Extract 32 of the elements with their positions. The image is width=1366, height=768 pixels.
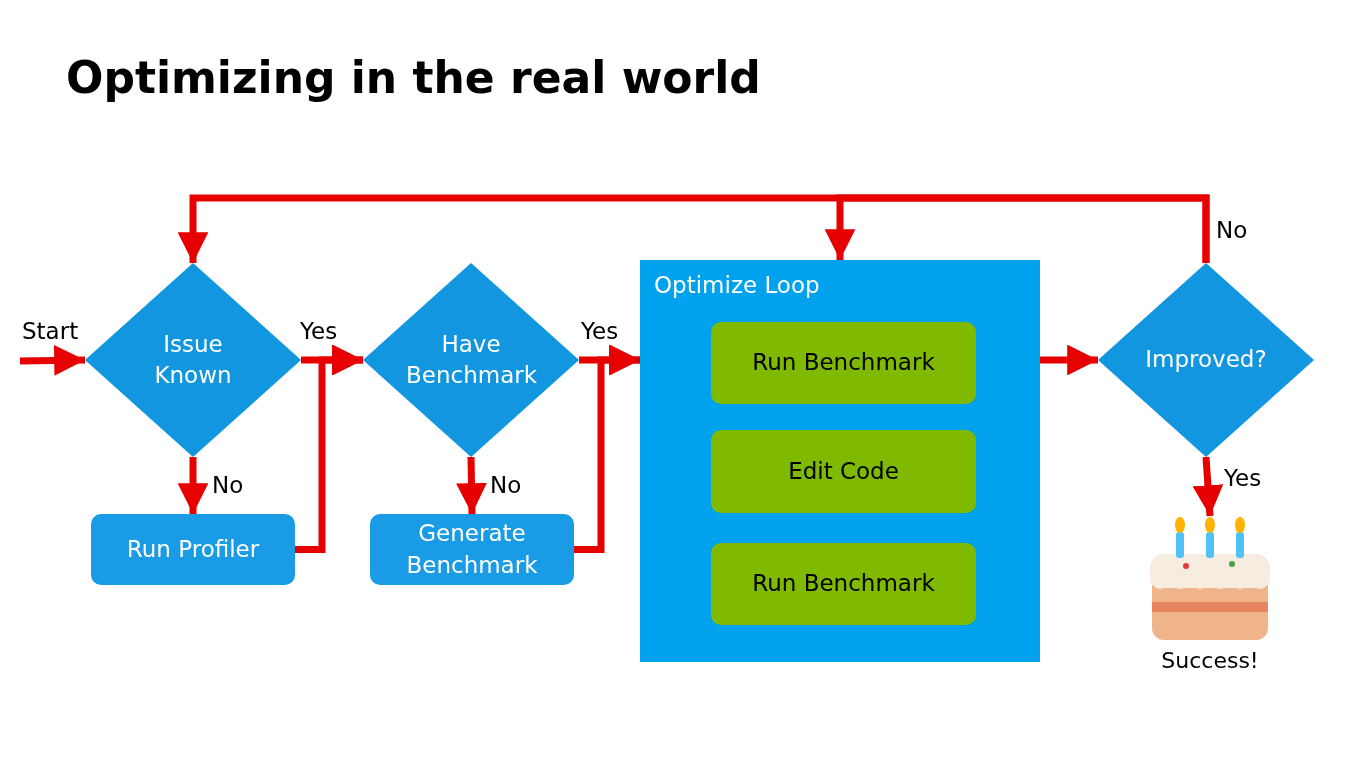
caption-text: Success!	[1160, 648, 1260, 673]
arrow	[177, 457, 209, 514]
slide-title: Optimizing in the real world	[66, 52, 761, 103]
arrow	[1040, 344, 1098, 376]
node-label: Run Profiler	[126, 534, 260, 564]
process-box	[91, 514, 295, 585]
arrow	[824, 194, 1210, 263]
arrow	[295, 344, 363, 553]
arrow	[1192, 456, 1224, 517]
node-label: Improved?	[1145, 345, 1267, 375]
arrow	[19, 345, 86, 376]
process-box	[711, 543, 976, 625]
edge-label: Yes	[1224, 465, 1262, 491]
container-title: Optimize Loop	[654, 271, 820, 300]
node-label: Issue Known	[153, 329, 233, 390]
node-label: Edit Code	[788, 456, 899, 486]
loop-container	[640, 260, 1040, 662]
edge-label: Yes	[581, 318, 619, 344]
arrow	[574, 344, 640, 553]
process-box	[370, 514, 574, 585]
edge-label: No	[212, 472, 244, 498]
edge-label: Yes	[300, 318, 338, 344]
node-label: Run Benchmark	[752, 348, 935, 378]
edge-label: No	[490, 472, 522, 498]
edge-label: No	[1216, 217, 1248, 243]
edge-label: Start	[22, 318, 79, 344]
process-box	[711, 430, 976, 513]
node-label: Run Benchmark	[752, 569, 935, 599]
node-label: Generate Benchmark	[405, 519, 539, 580]
node-label: Have Benchmark	[406, 329, 536, 390]
arrow	[456, 456, 487, 515]
process-box	[711, 322, 976, 404]
